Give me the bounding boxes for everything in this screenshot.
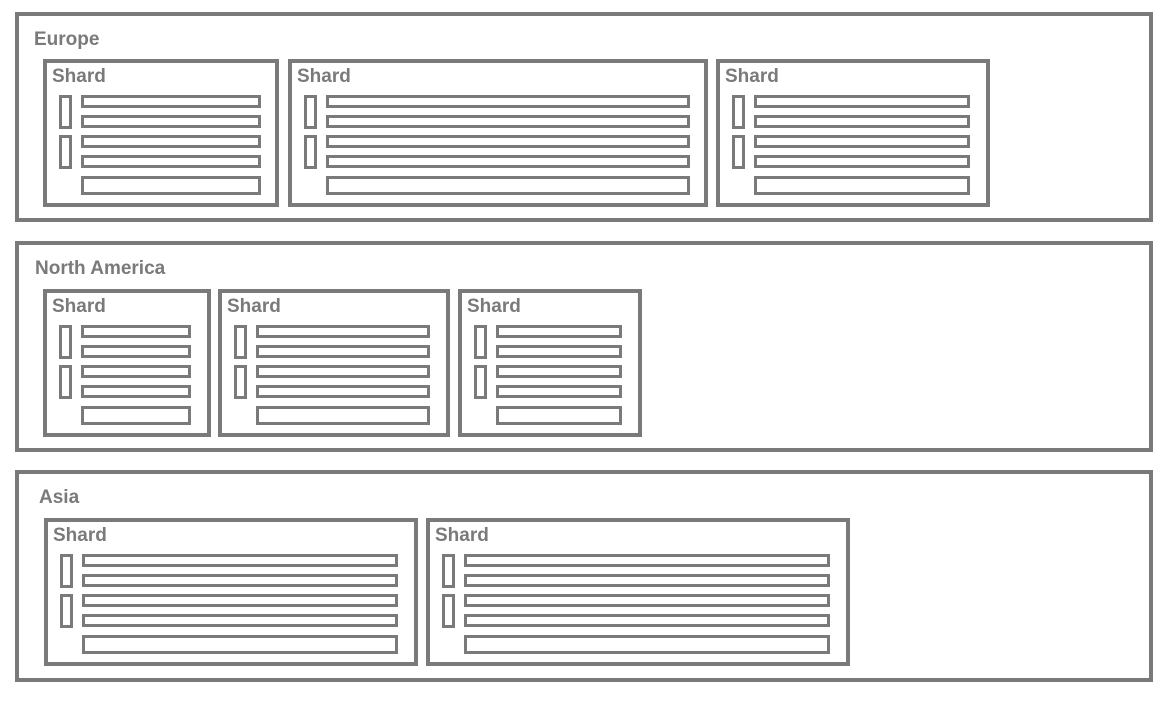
shard-europe-2: Shard (288, 59, 708, 207)
row-bar (82, 614, 398, 627)
shard-handle (304, 95, 317, 129)
row-bar (754, 155, 970, 168)
row-bar (464, 635, 830, 654)
shard-title: Shard (52, 296, 106, 317)
shard-title: Shard (467, 296, 521, 317)
row-bar (464, 574, 830, 587)
row-bar (81, 115, 261, 128)
row-bar (81, 155, 261, 168)
row-bar (256, 345, 430, 358)
shard-handle (442, 594, 455, 628)
row-bar (81, 385, 191, 398)
shard-handle (59, 325, 72, 359)
shard-north-america-1: Shard (43, 289, 211, 437)
row-bar (496, 406, 622, 425)
shard-europe-1: Shard (43, 59, 279, 207)
row-bar (496, 345, 622, 358)
row-bar (326, 95, 690, 108)
row-bar (81, 135, 261, 148)
region-title: North America (35, 258, 166, 279)
row-bar (256, 406, 430, 425)
shard-title: Shard (435, 525, 489, 546)
row-bar (81, 406, 191, 425)
row-bar (256, 385, 430, 398)
region-europe: Europe Shard Shard Shard (15, 12, 1153, 222)
row-bar (82, 554, 398, 567)
row-bar (326, 176, 690, 195)
shard-north-america-2: Shard (218, 289, 450, 437)
shard-handle (474, 365, 487, 399)
row-bar (754, 95, 970, 108)
shard-handle (234, 325, 247, 359)
shard-title: Shard (52, 66, 106, 87)
region-title: Europe (34, 29, 100, 50)
shard-title: Shard (297, 66, 351, 87)
shard-handle (304, 135, 317, 169)
shard-title: Shard (53, 525, 107, 546)
row-bar (81, 95, 261, 108)
row-bar (81, 345, 191, 358)
region-title: Asia (39, 487, 80, 508)
row-bar (464, 594, 830, 607)
row-bar (326, 155, 690, 168)
shard-handle (474, 325, 487, 359)
row-bar (754, 115, 970, 128)
row-bar (82, 635, 398, 654)
row-bar (496, 365, 622, 378)
row-bar (754, 176, 970, 195)
row-bar (326, 115, 690, 128)
shard-handle (234, 365, 247, 399)
region-north-america: North America Shard Shard Shard (15, 241, 1153, 452)
row-bar (754, 135, 970, 148)
shard-handle (60, 554, 73, 588)
row-bar (464, 614, 830, 627)
shard-europe-3: Shard (716, 59, 990, 207)
shard-handle (60, 594, 73, 628)
region-asia: Asia Shard Shard (15, 470, 1153, 682)
shard-handle (59, 135, 72, 169)
row-bar (496, 385, 622, 398)
shard-asia-1: Shard (44, 518, 418, 666)
row-bar (82, 574, 398, 587)
row-bar (81, 325, 191, 338)
shard-handle (442, 554, 455, 588)
row-bar (256, 365, 430, 378)
row-bar (81, 365, 191, 378)
shard-title: Shard (227, 296, 281, 317)
row-bar (82, 594, 398, 607)
row-bar (326, 135, 690, 148)
row-bar (496, 325, 622, 338)
shard-handle (59, 95, 72, 129)
shard-handle (732, 135, 745, 169)
shard-north-america-3: Shard (458, 289, 642, 437)
shard-handle (59, 365, 72, 399)
shard-handle (732, 95, 745, 129)
row-bar (464, 554, 830, 567)
row-bar (256, 325, 430, 338)
shard-asia-2: Shard (426, 518, 850, 666)
shard-title: Shard (725, 66, 779, 87)
row-bar (81, 176, 261, 195)
